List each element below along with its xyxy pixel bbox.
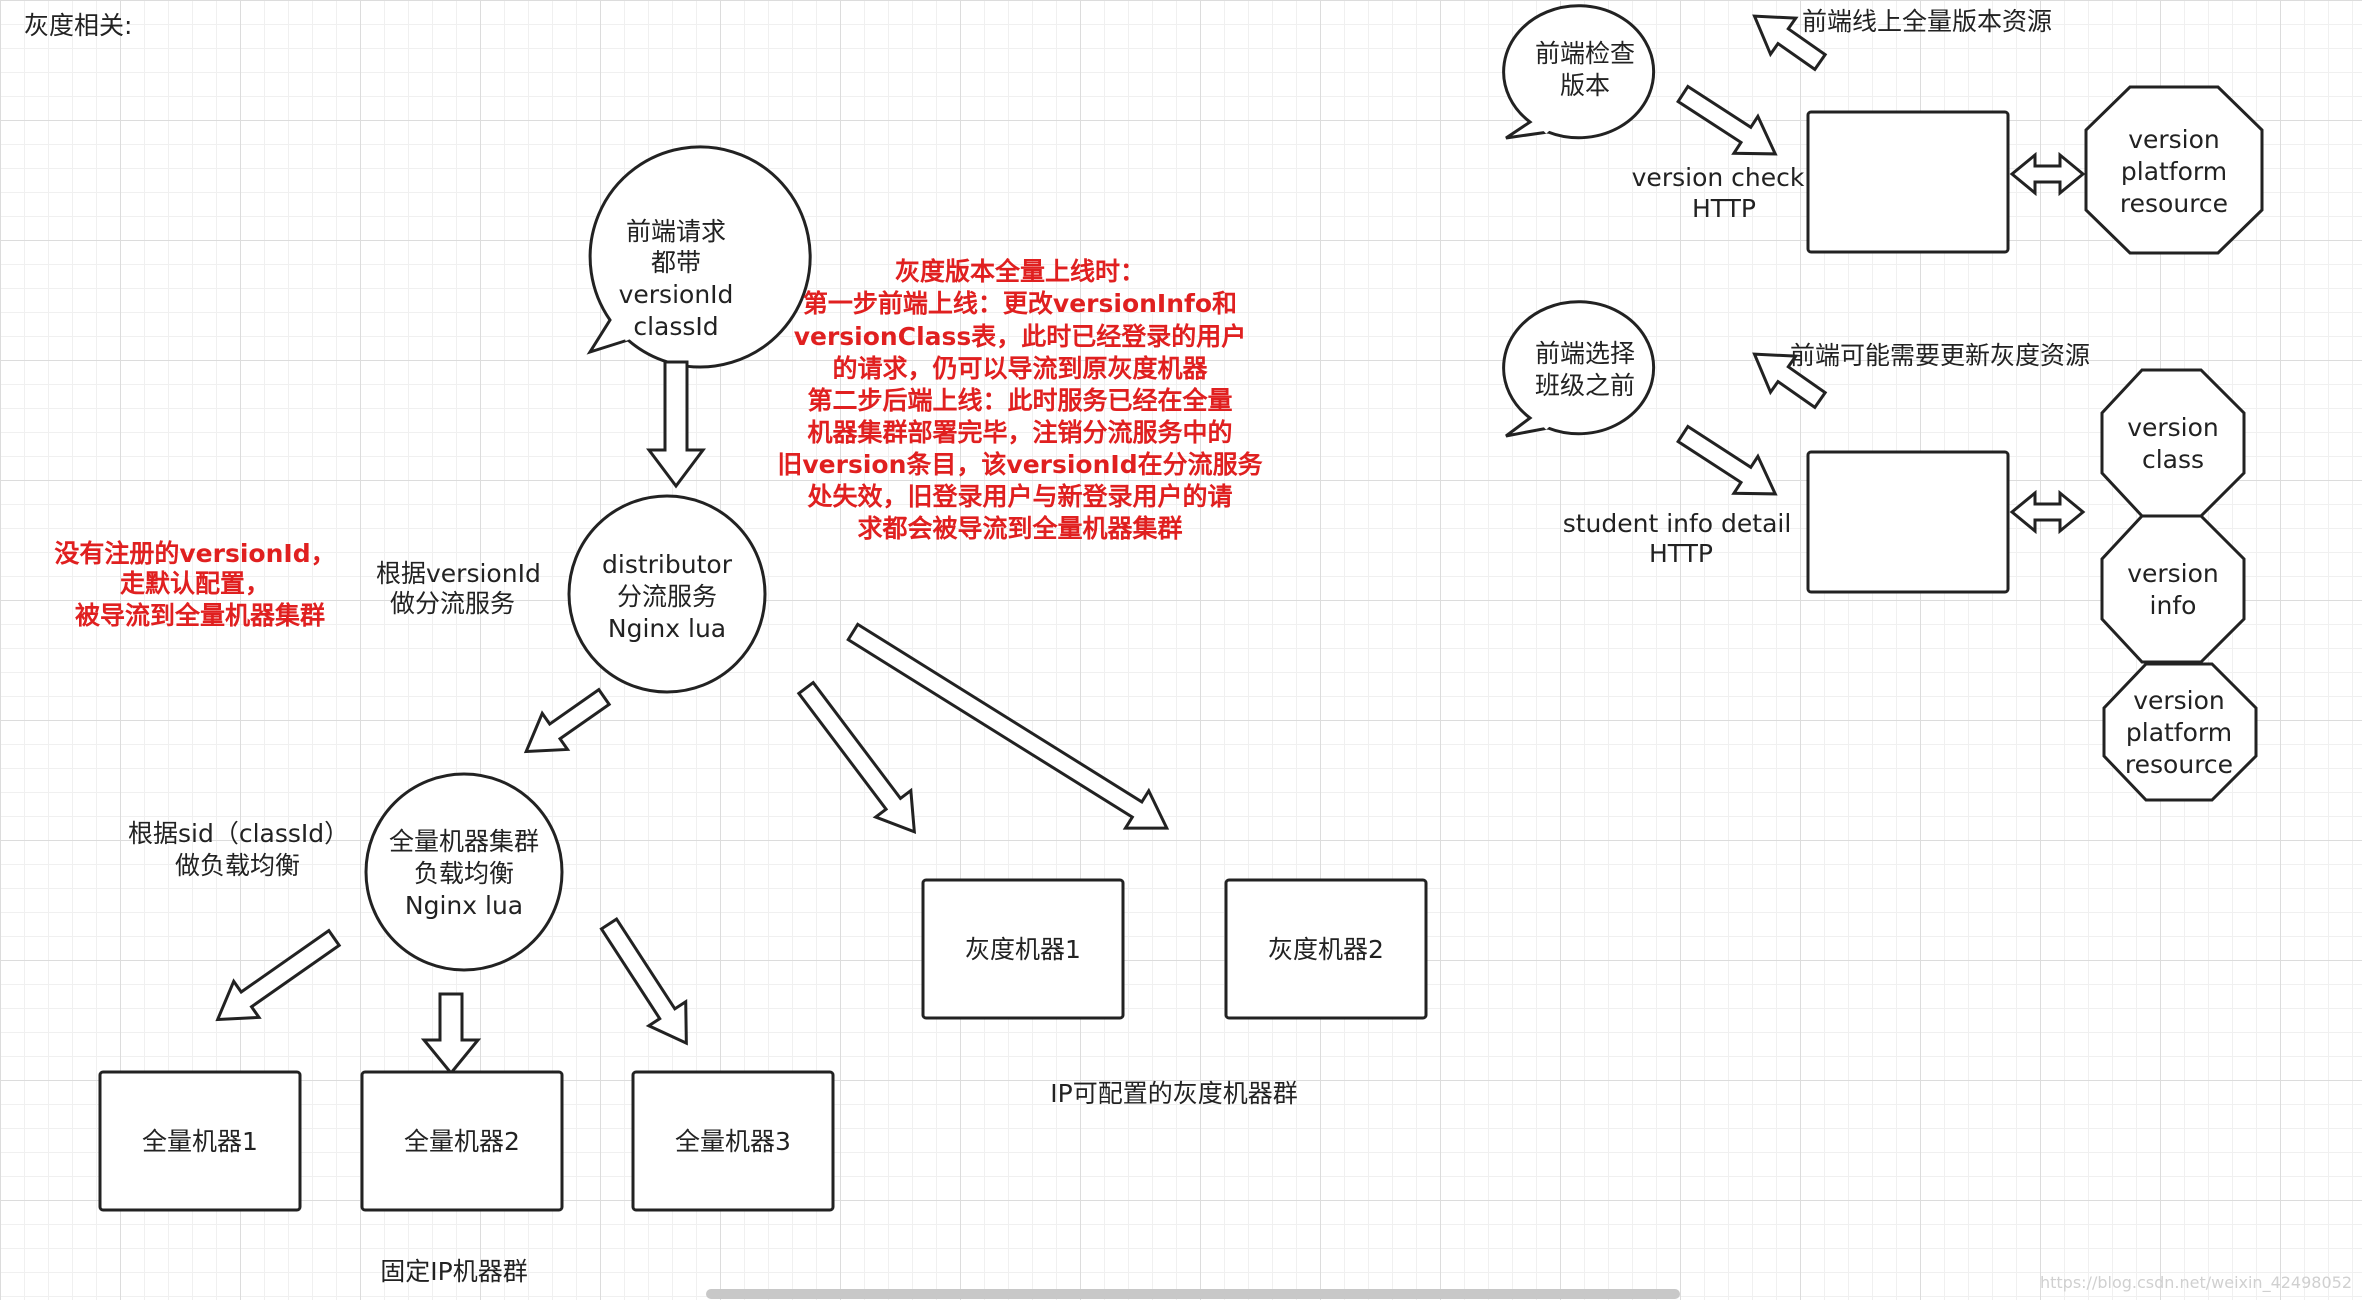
full-cluster-line-1: 全量机器集群 [389, 827, 539, 856]
unregistered-note-line-2: 走默认配置， [120, 569, 270, 598]
release-note: 前端线上全量版本资源 [1802, 7, 2052, 36]
release-step-line-5: 第二步后端上线：此时服务已经在全量 [807, 386, 1232, 415]
double-arrow-check [2009, 151, 2086, 197]
release-step-line-9: 求都会被导流到全量机器集群 [857, 514, 1182, 543]
release-step-line-4: 的请求，仍可以导流到原灰度机器 [832, 354, 1208, 383]
gray-machine-2-label: 灰度机器2 [1268, 935, 1384, 964]
balance-note-line-1: 根据sid（classId） [128, 819, 349, 848]
select-bubble: 前端选择 班级之前 [1502, 300, 1656, 438]
release-step-line-1: 灰度版本全量上线时： [895, 257, 1145, 286]
arrow-distributor-to-gray1 [796, 680, 917, 835]
release-step-line-2: 第一步前端上线：更改versionInfo和 [803, 289, 1237, 318]
update-note: 前端可能需要更新灰度资源 [1790, 341, 2090, 370]
version-check-label-1: version check [1632, 163, 1805, 192]
request-bubble-line-1: 前端请求 [626, 217, 726, 246]
release-step-line-6: 机器集群部署完毕，注销分流服务中的 [807, 418, 1232, 447]
student-server-box [1806, 450, 2010, 594]
full-cluster-node: 全量机器集群 负载均衡 Nginx lua [364, 772, 564, 972]
full-machine-3-label: 全量机器3 [675, 1127, 791, 1156]
full-cluster-line-3: Nginx lua [405, 891, 523, 920]
arrow-cluster-to-full3 [599, 917, 688, 1046]
fixed-ip-group-label: 固定IP机器群 [380, 1257, 527, 1286]
check-bubble: 前端检查 版本 [1502, 4, 1656, 140]
full-cluster-line-2: 负载均衡 [414, 859, 514, 888]
request-bubble-line-4: classId [633, 312, 718, 341]
distributor-line-1: distributor [602, 550, 733, 579]
horizontal-scrollbar[interactable] [706, 1289, 1680, 1299]
octagon-platform-resource-top: version platform resource [2084, 85, 2264, 255]
check-bubble-line-2: 版本 [1560, 71, 1610, 100]
release-step-line-8: 处失效，旧登录用户与新登录用户的请 [806, 482, 1232, 511]
full-machine-3: 全量机器3 [631, 1070, 835, 1212]
octagon-info-line-2: info [2150, 591, 2197, 620]
gray-machine-1-label: 灰度机器1 [965, 935, 1081, 964]
full-machine-2: 全量机器2 [360, 1070, 564, 1212]
gray-ip-group-label: IP可配置的灰度机器群 [1050, 1079, 1297, 1108]
octagon-top-line-1: version [2128, 125, 2220, 154]
octagon-class-line-1: version [2127, 413, 2219, 442]
full-machine-2-label: 全量机器2 [404, 1127, 520, 1156]
request-bubble-line-3: versionId [619, 280, 734, 309]
arrow-update-up-left [1752, 352, 1828, 410]
double-arrow-student [2009, 489, 2086, 535]
request-bubble-line-2: 都带 [651, 248, 701, 277]
select-bubble-line-2: 班级之前 [1535, 371, 1635, 400]
gray-machine-2: 灰度机器2 [1224, 878, 1428, 1020]
release-step-line-3: versionClass表，此时已经登录的用户 [794, 322, 1247, 351]
unregistered-note-line-1: 没有注册的versionId， [54, 539, 335, 568]
octagon-platform-resource-bottom: version platform resource [2102, 662, 2258, 802]
request-bubble: 前端请求 都带 versionId classId [586, 145, 812, 369]
check-bubble-line-1: 前端检查 [1535, 39, 1635, 68]
octagon-top-line-2: platform [2121, 157, 2227, 186]
octagon-bottom-line-1: version [2133, 686, 2225, 715]
unregistered-note-line-3: 被导流到全量机器集群 [75, 601, 325, 630]
student-info-label-1: student info detail [1563, 509, 1792, 538]
octagon-version-info: version info [2100, 514, 2246, 664]
distributor-line-3: Nginx lua [608, 614, 726, 643]
distributor-node: distributor 分流服务 Nginx lua [567, 494, 767, 694]
octagon-bottom-line-2: platform [2126, 718, 2232, 747]
octagon-version-class: version class [2100, 368, 2246, 518]
version-check-label-2: HTTP [1692, 194, 1756, 223]
octagon-top-line-3: resource [2120, 189, 2228, 218]
arrow-request-to-distributor [646, 360, 706, 489]
select-bubble-line-1: 前端选择 [1535, 339, 1635, 368]
arrow-check-to-server [1676, 84, 1778, 156]
full-machine-1-label: 全量机器1 [142, 1127, 258, 1156]
arrow-release-up-left [1752, 14, 1828, 72]
gray-machine-1: 灰度机器1 [921, 878, 1125, 1020]
octagon-class-line-2: class [2142, 445, 2204, 474]
check-server-box [1806, 110, 2010, 254]
balance-note-line-2: 做负载均衡 [175, 851, 300, 880]
arrow-select-to-server [1676, 424, 1778, 496]
student-info-label-2: HTTP [1649, 539, 1713, 568]
octagon-info-line-1: version [2127, 559, 2219, 588]
watermark: https://blog.csdn.net/weixin_42498052 [2040, 1273, 2352, 1293]
release-steps-note: 灰度版本全量上线时： 第一步前端上线：更改versionInfo和 versio… [777, 257, 1262, 543]
page-title: 灰度相关: [24, 11, 132, 40]
distributor-line-2: 分流服务 [617, 582, 717, 611]
full-machine-1: 全量机器1 [98, 1070, 302, 1212]
octagon-bottom-line-3: resource [2125, 750, 2233, 779]
release-step-line-7: 旧version条目，该versionId在分流服务 [777, 450, 1262, 479]
arrow-cluster-to-full1 [215, 928, 342, 1022]
arrow-cluster-to-full2 [420, 992, 482, 1076]
arrow-distributor-to-gray2 [846, 622, 1170, 830]
route-note-line-1: 根据versionId [376, 559, 541, 588]
route-note-line-2: 做分流服务 [390, 589, 515, 618]
arrow-distributor-to-full-cluster [523, 687, 612, 754]
